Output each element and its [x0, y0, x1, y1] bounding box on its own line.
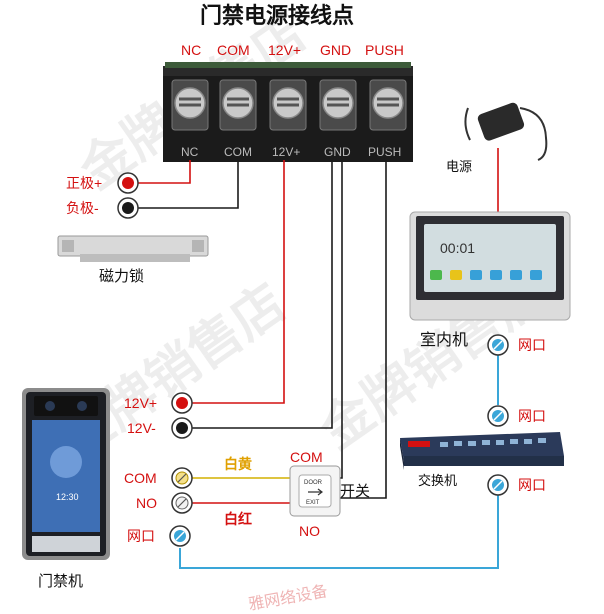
terminal-imprint-com: COM: [224, 145, 252, 159]
wire-push-switch: [332, 160, 387, 499]
controller-no-label: NO: [136, 495, 157, 511]
wire-gnd-controller: [192, 160, 333, 429]
magnetic-lock: [57, 235, 209, 262]
switch-label: 交换机: [418, 473, 458, 488]
wire-com-lock: [138, 160, 239, 209]
indoor-clock: 00:01: [440, 240, 475, 256]
controller-12v-plus-label: 12V+: [124, 395, 158, 411]
controller-terminals: [171, 392, 193, 514]
controller-com-label: COM: [124, 470, 157, 486]
lock-name: 磁力锁: [99, 268, 145, 285]
terminal-imprint-push: PUSH: [368, 145, 401, 159]
indoor-monitor: 00:01: [409, 211, 571, 321]
terminal-label-com: COM: [217, 42, 250, 58]
terminal-label-push: PUSH: [365, 42, 404, 58]
wires: [138, 148, 499, 569]
indoor-unit-label: 室内机: [420, 332, 469, 349]
lock-negative-label: 负极-: [66, 200, 99, 216]
exit-button-top-text: DOOR: [304, 480, 323, 486]
access-controller: 12:30: [22, 388, 110, 560]
exit-button-bottom-text: EXIT: [306, 500, 320, 506]
terminal-label-gnd: GND: [320, 42, 352, 58]
terminal-imprint-nc: NC: [181, 145, 199, 159]
switch-wire-label: 开关: [340, 483, 371, 500]
page-title: 门禁电源接线点: [200, 4, 355, 29]
switch-network-label-top: 网口: [518, 408, 546, 424]
controller-name: 门禁机: [38, 573, 84, 590]
terminal-block: NC COM 12V+ GND PUSH: [163, 62, 413, 162]
switch-network-label-bottom: 网口: [518, 477, 546, 493]
button-com-label: COM: [290, 449, 323, 465]
button-no-label: NO: [299, 523, 320, 539]
wire-nc-lock: [138, 160, 191, 184]
lock-positive-label: 正极+: [66, 175, 103, 191]
wire-yellow-label: 白黄: [224, 457, 252, 473]
exit-button: DOOR EXIT: [289, 465, 341, 517]
terminal-label-nc: NC: [181, 42, 202, 58]
terminal-label-12v: 12V+: [268, 42, 302, 58]
lock-terminals: [117, 172, 139, 219]
power-label: 电源: [446, 159, 473, 174]
controller-clock: 12:30: [56, 492, 79, 502]
wire-12v-controller: [192, 160, 285, 404]
controller-12v-minus-label: 12V-: [127, 420, 156, 436]
terminal-imprint-gnd: GND: [324, 145, 351, 159]
wire-switch-controller: [179, 495, 499, 569]
controller-network-label: 网口: [127, 528, 155, 544]
power-adapter: [464, 102, 548, 161]
wire-red-label: 白红: [224, 511, 252, 527]
network-switch: [400, 432, 564, 470]
terminal-imprint-12v: 12V+: [272, 145, 300, 159]
indoor-network-label: 网口: [518, 337, 546, 353]
network-terminals: [169, 334, 509, 547]
